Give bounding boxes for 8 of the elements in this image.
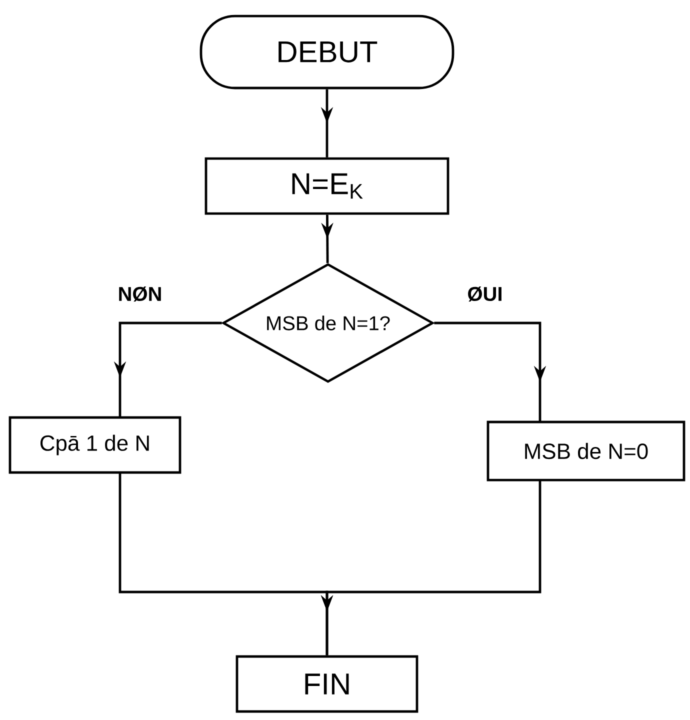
process-box: Cpā 1 de N (8, 416, 182, 474)
arrow (434, 322, 546, 422)
edge-label: NØN (119, 286, 161, 302)
process-box: FIN (236, 655, 418, 713)
process-box: MSB de N=0 (486, 420, 686, 482)
edge-label: ØUI (468, 286, 502, 302)
terminal-box: DEBUT (200, 14, 454, 90)
process-box: N=E$_{K}$ (204, 157, 450, 215)
